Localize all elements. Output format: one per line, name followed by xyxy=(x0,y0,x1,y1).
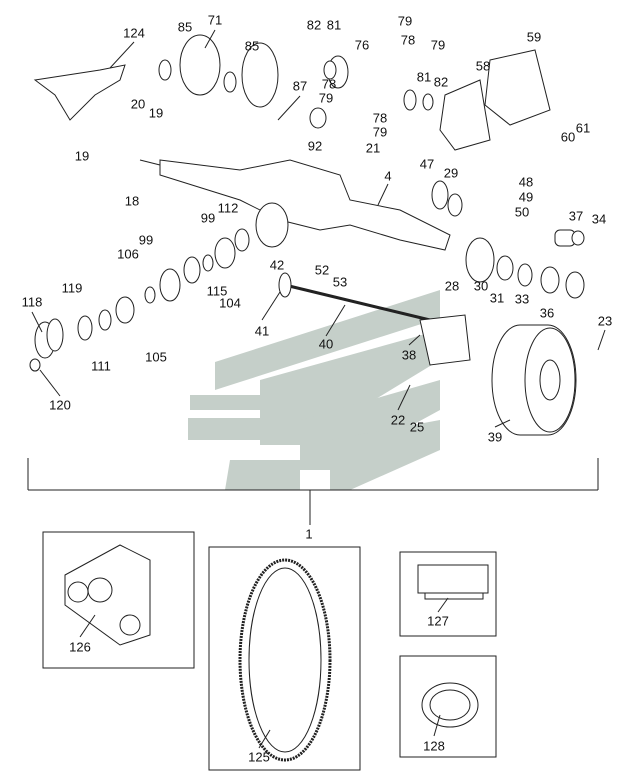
callout-128: 128 xyxy=(423,738,445,754)
callout-124: 124 xyxy=(123,25,145,41)
callout-28: 28 xyxy=(444,278,460,294)
callout-20: 20 xyxy=(130,96,146,112)
callout-42: 42 xyxy=(269,257,285,273)
callout-23: 23 xyxy=(597,313,613,329)
watermark-logo xyxy=(188,290,440,490)
leader-lines xyxy=(31,29,606,749)
callout-125: 125 xyxy=(248,749,270,765)
callout-37: 37 xyxy=(568,208,584,224)
callout-85b: 85 xyxy=(244,38,260,54)
callout-1: 1 xyxy=(305,526,313,542)
callout-48: 48 xyxy=(518,174,534,190)
callout-21: 21 xyxy=(365,140,381,156)
axle-shaft xyxy=(284,283,431,322)
callout-36: 36 xyxy=(539,305,555,321)
callout-53: 53 xyxy=(332,274,348,290)
callout-81b: 81 xyxy=(416,69,432,85)
callout-52: 52 xyxy=(314,262,330,278)
callout-38: 38 xyxy=(401,347,417,363)
axle-housing xyxy=(139,159,451,251)
callout-99b: 99 xyxy=(138,232,154,248)
callout-79c: 79 xyxy=(318,90,334,106)
callout-19b: 19 xyxy=(74,148,90,164)
callout-82b: 82 xyxy=(433,74,449,90)
callout-85: 85 xyxy=(177,19,193,35)
callout-79b: 79 xyxy=(430,37,446,53)
callout-79d: 79 xyxy=(372,124,388,140)
callout-78: 78 xyxy=(400,32,416,48)
callout-87: 87 xyxy=(292,78,308,94)
callout-22: 22 xyxy=(390,412,406,428)
callout-78c: 78 xyxy=(372,110,388,126)
callout-76: 76 xyxy=(354,37,370,53)
callout-111: 111 xyxy=(91,358,111,374)
callout-50: 50 xyxy=(514,204,530,220)
callout-71: 71 xyxy=(207,12,223,28)
callout-126: 126 xyxy=(69,639,91,655)
callout-29: 29 xyxy=(443,165,459,181)
callout-118: 118 xyxy=(21,294,43,310)
callout-106: 106 xyxy=(117,246,139,262)
callout-25: 25 xyxy=(409,419,425,435)
callout-119: 119 xyxy=(61,280,83,296)
callout-104: 104 xyxy=(219,295,241,311)
wheel-hub xyxy=(419,314,471,366)
callout-58: 58 xyxy=(475,58,491,74)
callout-31: 31 xyxy=(489,290,505,306)
diff-cover xyxy=(439,49,551,151)
callout-49: 49 xyxy=(518,189,534,205)
callout-127: 127 xyxy=(427,613,449,629)
callout-39: 39 xyxy=(487,429,503,445)
callout-40: 40 xyxy=(318,336,334,352)
assembly-bracket-line xyxy=(27,458,599,525)
ring-gear-part xyxy=(241,42,279,108)
inset-box-128 xyxy=(399,655,497,758)
callout-59: 59 xyxy=(526,29,542,45)
brake-drum xyxy=(491,324,577,436)
callout-30: 30 xyxy=(473,278,489,294)
bracket-part xyxy=(33,64,126,121)
callout-41: 41 xyxy=(254,323,270,339)
callout-92: 92 xyxy=(307,138,323,154)
callout-112: 112 xyxy=(217,200,239,216)
callout-60: 60 xyxy=(560,129,576,145)
callout-78b: 78 xyxy=(321,76,337,92)
callout-105: 105 xyxy=(145,349,167,365)
callout-61: 61 xyxy=(575,120,591,136)
callout-34: 34 xyxy=(591,211,607,227)
callout-79: 79 xyxy=(397,13,413,29)
callout-19: 19 xyxy=(148,105,164,121)
callout-115: 115 xyxy=(206,283,228,299)
callout-33: 33 xyxy=(514,291,530,307)
callout-4: 4 xyxy=(384,168,392,184)
callout-47: 47 xyxy=(419,156,435,172)
callout-82: 82 xyxy=(306,17,322,33)
callout-120: 120 xyxy=(49,397,71,413)
callout-81: 81 xyxy=(326,17,342,33)
callout-99: 99 xyxy=(200,210,216,226)
callout-18: 18 xyxy=(124,193,140,209)
